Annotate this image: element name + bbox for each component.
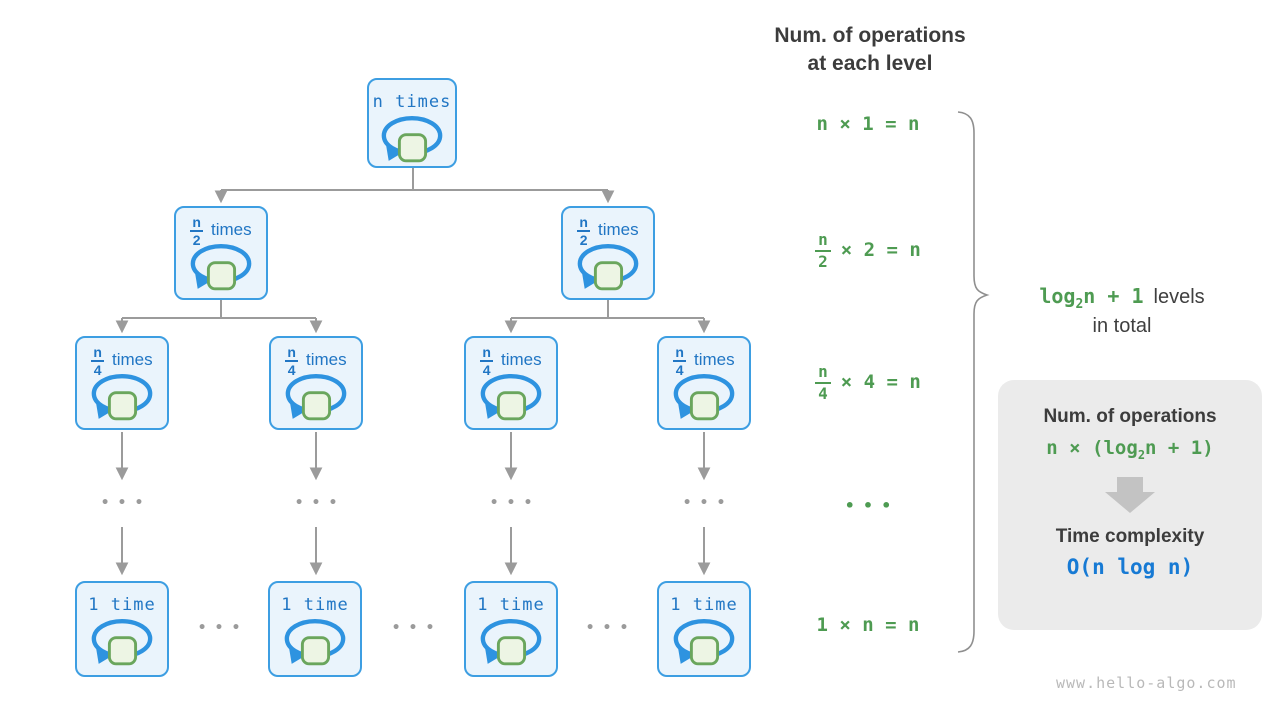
time-complexity-value: O(n log n) — [1066, 554, 1194, 579]
ops-header: Num. of operations at each level — [736, 22, 1004, 78]
summary-subtitle: Time complexity — [1055, 525, 1205, 547]
loop-icon — [575, 243, 641, 292]
ops-header-line2: at each level — [807, 52, 933, 75]
summary-title: Num. of operations — [1043, 406, 1217, 427]
loop-icon — [282, 618, 348, 667]
ops-ellipsis-dots: ••• — [844, 496, 900, 515]
loop-icon — [89, 373, 155, 422]
node-label: 1 time — [88, 595, 156, 615]
watermark: www.hello-algo.com — [1056, 674, 1237, 692]
loop-icon — [188, 243, 254, 292]
ellipsis-dots: ••• — [489, 495, 541, 511]
tree-edges — [115, 168, 711, 576]
loop-icon — [283, 373, 349, 422]
node-label: 1 time — [281, 595, 349, 615]
ops-row-4: 1 × n = n — [816, 614, 920, 636]
tree-node-root: n times — [367, 78, 457, 168]
loop-icon — [671, 618, 737, 667]
summary-formula: n × (log2n + 1) — [1046, 437, 1214, 462]
loop-icon — [671, 373, 737, 422]
loop-icon — [379, 115, 445, 164]
tree-node-leaf-1: 1 time — [75, 581, 169, 677]
ellipsis-dots: ••• — [682, 495, 734, 511]
levels-text-2: in total — [1092, 315, 1152, 337]
down-arrow-icon — [1105, 476, 1155, 513]
ops-row-1: n × 1 = n — [816, 113, 920, 135]
node-label: 1 time — [670, 595, 738, 615]
loop-icon — [89, 618, 155, 667]
ellipsis-dots: ••• — [100, 495, 152, 511]
summary-box: Num. of operations n × (log2n + 1) Time … — [998, 380, 1262, 630]
loop-icon — [478, 373, 544, 422]
node-label: 1 time — [477, 595, 545, 615]
ellipsis-dots: ••• — [585, 620, 637, 636]
levels-line1: log2n + 1 levels — [1008, 283, 1236, 312]
ellipsis-dots: ••• — [391, 620, 443, 636]
levels-text-1: levels — [1153, 286, 1205, 308]
node-label: n times — [372, 92, 452, 112]
ellipsis-dots: ••• — [197, 620, 249, 636]
tree-node-leaf-3: 1 time — [464, 581, 558, 677]
ops-header-line1: Num. of operations — [774, 24, 966, 47]
ellipsis-dots: ••• — [294, 495, 346, 511]
levels-math: log2n + 1 — [1039, 284, 1144, 312]
tree-node-leaf-4: 1 time — [657, 581, 751, 677]
tree-node-leaf-2: 1 time — [268, 581, 362, 677]
loop-icon — [478, 618, 544, 667]
levels-label: log2n + 1 levels in total — [1008, 283, 1236, 340]
levels-brace — [957, 111, 990, 653]
